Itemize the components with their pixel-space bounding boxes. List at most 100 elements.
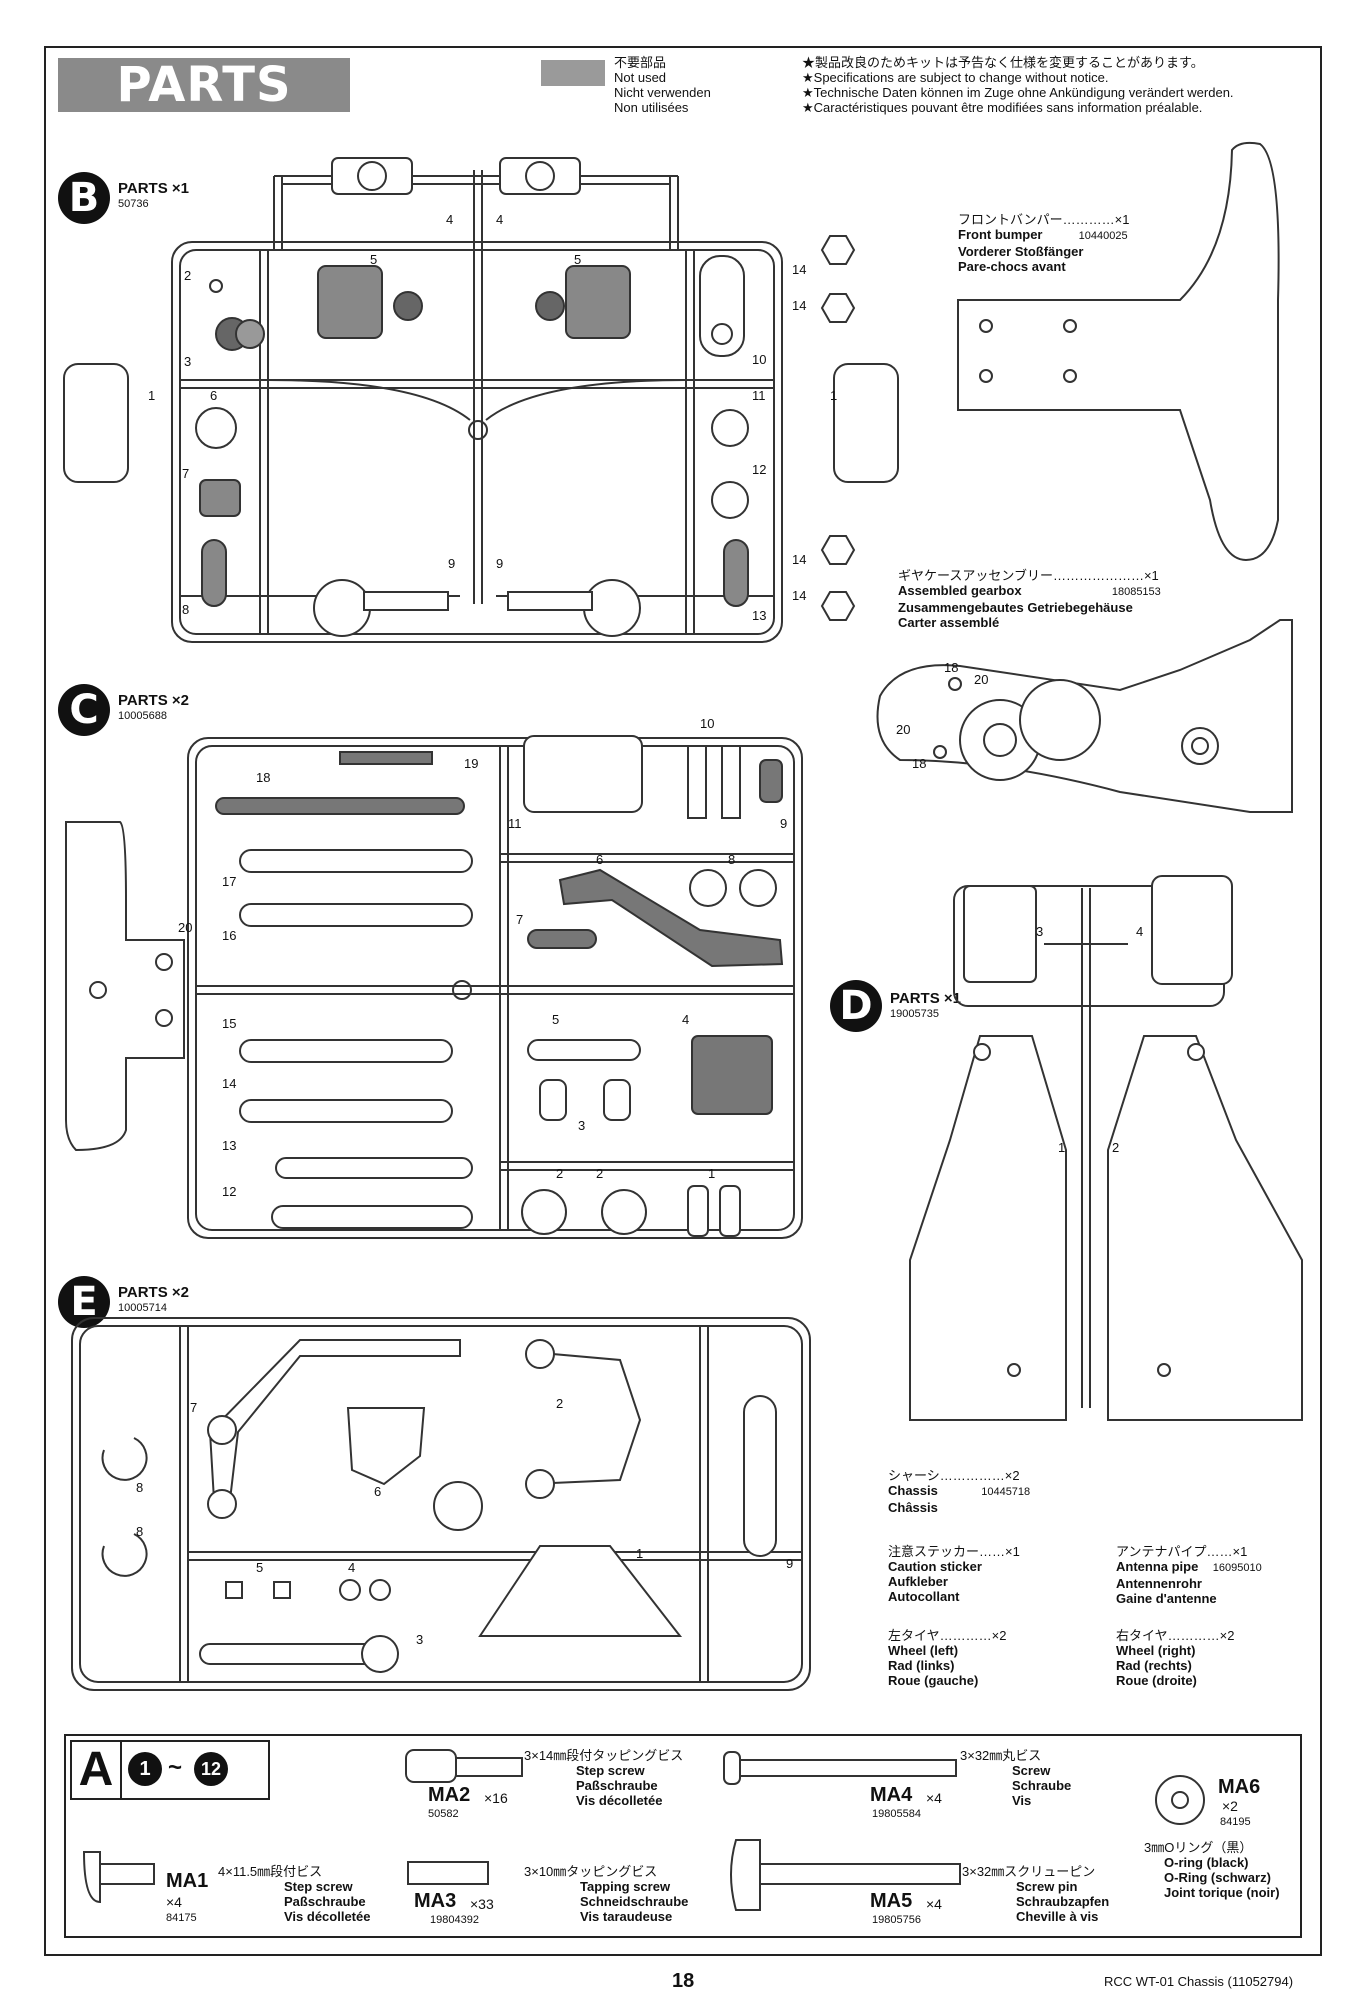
part-number: 12 (222, 1184, 237, 1199)
part-number: 2 (184, 268, 192, 283)
part-number: 3 (578, 1118, 586, 1133)
parts-banner: PARTS (58, 58, 350, 112)
tree-c-frame (187, 737, 803, 1239)
part-number: 8 (136, 1524, 144, 1539)
section-b-code: 50736 (118, 198, 149, 210)
footer-title: RCC WT-01 Chassis (11052794) (1104, 1974, 1294, 1989)
part-number: 2 (1112, 1140, 1120, 1155)
spec-notes: ★製品改良のためキットは予告なく仕様を変更することがあります。★Specific… (802, 55, 1234, 115)
part-number: 6 (210, 388, 218, 403)
section-e-code: 10005714 (118, 1302, 167, 1314)
section-c-title: PARTS ×2 (118, 692, 189, 709)
section-b-title: PARTS ×1 (118, 180, 189, 197)
part-number: 20 (974, 672, 989, 687)
part-number: 3 (1036, 924, 1044, 939)
gearbox-label: ギヤケースアッセンブリー…………………×1 Assembled gearbox … (898, 568, 1161, 630)
hw-ma6-name: MA6 (1218, 1776, 1261, 1798)
part-number: 4 (1136, 924, 1144, 939)
hw-ma6-code: 84195 (1220, 1816, 1251, 1828)
part-number: 5 (552, 1012, 560, 1027)
caution-sticker-label: 注意ステッカー……×1 Caution sticker Aufkleber Au… (888, 1544, 1020, 1604)
hw-ma1-code: 84175 (166, 1912, 197, 1924)
tree-d-parts (909, 875, 1303, 1421)
page-number: 18 (672, 1970, 695, 1992)
part-number: 13 (752, 608, 767, 623)
part-number: 8 (136, 1480, 144, 1495)
part-number: 1 (636, 1546, 644, 1561)
hw-ma5-desc: 3×32㎜スクリューピン Screw pin Schraubzapfen Che… (962, 1864, 1110, 1924)
section-d-code: 19005735 (890, 1008, 939, 1020)
part-number: 1 (708, 1166, 716, 1181)
hw-ma5-code: 19805756 (872, 1914, 921, 1926)
part-number: 14 (792, 588, 807, 603)
part-number: 9 (780, 816, 788, 831)
section-d-badge: D (830, 980, 882, 1032)
hw-ma5-name: MA5 (870, 1890, 913, 1912)
tree-e-parts (101, 1339, 777, 1673)
hw-ma2-name: MA2 (428, 1784, 471, 1806)
hw-ma2-code: 50582 (428, 1808, 459, 1820)
page-frame (44, 46, 1322, 1956)
hw-ma6-qty: ×2 (1222, 1798, 1238, 1814)
section-c-badge: C (58, 684, 110, 736)
part-number: 18 (256, 770, 271, 785)
part-number: 4 (446, 212, 454, 227)
part-number: 1 (148, 388, 156, 403)
bag-steps: 1 ~ 12 (120, 1740, 270, 1800)
hw-ma3-desc: 3×10㎜タッピングビス Tapping screw Schneidschrau… (524, 1864, 689, 1924)
part-number: 10 (700, 716, 715, 731)
part-number: 11 (752, 388, 766, 403)
hw-ma4-desc: 3×32㎜丸ビス Screw Schraube Vis (960, 1748, 1072, 1808)
section-c-code: 10005688 (118, 710, 167, 722)
bag-letter: A (70, 1740, 122, 1800)
part-number: 9 (448, 556, 456, 571)
gearbox-drawing (876, 619, 1293, 813)
hw-ma3-code: 19804392 (430, 1914, 479, 1926)
hw-ma1-desc: 4×11.5㎜段付ビス Step screw Paßschraube Vis d… (218, 1864, 371, 1924)
hw-ma5-qty: ×4 (926, 1896, 942, 1912)
part-number: 1 (830, 388, 838, 403)
part-number: 7 (190, 1400, 198, 1415)
not-used-swatch (541, 60, 605, 86)
part-number: 1 (1058, 1140, 1066, 1155)
part-number: 16 (222, 928, 237, 943)
part-number: 20 (896, 722, 911, 737)
part-number: 2 (556, 1396, 564, 1411)
hw-ma4-code: 19805584 (872, 1808, 921, 1820)
hw-ma2-qty: ×16 (484, 1790, 508, 1806)
hw-ma1-name: MA1 (166, 1870, 209, 1892)
part-number: 11 (508, 816, 522, 831)
part-number: 14 (792, 298, 807, 313)
part-number: 9 (496, 556, 504, 571)
hardware-drawings (82, 1749, 1205, 1911)
part-number: 19 (464, 756, 479, 771)
part-number: 9 (786, 1556, 794, 1571)
part-number: 5 (370, 252, 378, 267)
wheel-right-label: 右タイヤ…………×2 Wheel (right) Rad (rechts) Ro… (1116, 1628, 1235, 1688)
hw-ma4-qty: ×4 (926, 1790, 942, 1806)
hardware-bag-box (64, 1734, 1302, 1938)
part-number: 2 (556, 1166, 564, 1181)
wheel-left-label: 左タイヤ…………×2 Wheel (left) Rad (links) Roue… (888, 1628, 1007, 1688)
part-number: 14 (792, 552, 807, 567)
part-number: 7 (182, 466, 190, 481)
part-number: 3 (416, 1632, 424, 1647)
part-number: 5 (256, 1560, 264, 1575)
part-number: 2 (596, 1166, 604, 1181)
part-number: 18 (912, 756, 927, 771)
tree-b-frame (171, 170, 783, 643)
hw-ma2-desc: 3×14㎜段付タッピングビス Step screw Paßschraube Vi… (524, 1748, 684, 1808)
part-number: 18 (944, 660, 959, 675)
part-number: 6 (596, 852, 604, 867)
hw-ma3-qty: ×33 (470, 1896, 494, 1912)
section-d-title: PARTS ×1 (890, 990, 961, 1007)
part-number: 12 (752, 462, 767, 477)
part-number: 7 (516, 912, 524, 927)
part-number: 8 (728, 852, 736, 867)
part-number: 15 (222, 1016, 237, 1031)
part-number: 6 (374, 1484, 382, 1499)
tree-b-parts (63, 157, 899, 637)
part-number: 20 (178, 920, 193, 935)
section-b-badge: B (58, 172, 110, 224)
